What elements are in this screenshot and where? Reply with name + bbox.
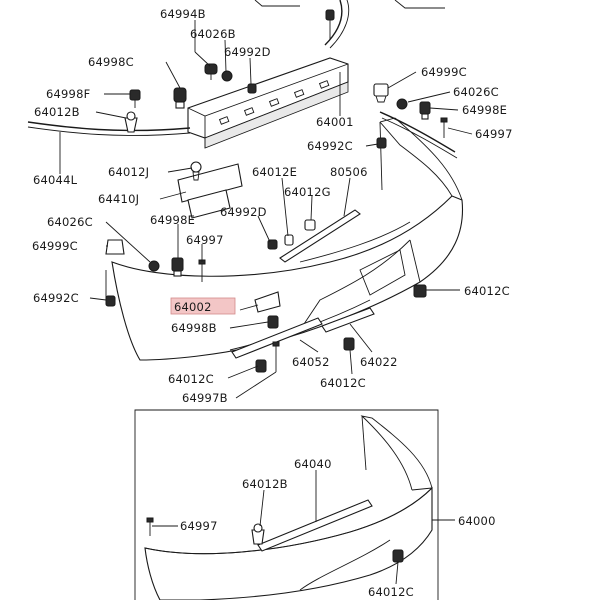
label-64012C-bottom: 64012C: [320, 376, 366, 390]
lower-trim-64022: [321, 307, 375, 333]
highlight-64002: [170, 297, 236, 315]
leader-lines-upper: [59, 20, 473, 399]
inset-assembly: 64040 64012B 64000 64997 64012C: [134, 409, 496, 600]
label-64012C-left: 64012C: [168, 372, 214, 386]
plate-64410J: [177, 163, 243, 219]
upper-labels: 64994B 64026B 64992D 64998C 64998F 64012…: [32, 7, 513, 405]
label-64022: 64022: [360, 355, 398, 369]
label-64992C-left: 64992C: [33, 291, 79, 305]
right-molding: [379, 111, 458, 159]
top-cutoff-parts: [254, 0, 445, 49]
label-64997-mid: 64997: [186, 233, 224, 247]
label-64992D-top: 64992D: [224, 45, 271, 59]
label-64998C: 64998C: [88, 55, 134, 69]
label-64012B-left: 64012B: [34, 105, 80, 119]
label-64001: 64001: [316, 115, 354, 129]
label-inset-64040: 64040: [294, 457, 332, 471]
reflector-80506: [279, 209, 361, 263]
label-64998F: 64998F: [46, 87, 90, 101]
upper-molding-edge: [324, 0, 343, 46]
label-inset-64997: 64997: [180, 519, 218, 533]
label-64026B: 64026B: [190, 27, 236, 41]
label-64998E-left: 64998E: [150, 213, 195, 227]
label-64012C-right: 64012C: [464, 284, 510, 298]
label-64026C-right: 64026C: [453, 85, 499, 99]
top-clip: [325, 9, 335, 40]
left-molding-64044L: [27, 121, 191, 136]
label-64997B: 64997B: [182, 391, 228, 405]
label-64026C-left: 64026C: [47, 215, 93, 229]
label-64998B: 64998B: [171, 321, 217, 335]
label-64002: 64002: [174, 300, 212, 314]
inset-frame: [134, 409, 439, 600]
label-inset-64012C: 64012C: [368, 585, 414, 599]
bumper-cover-64002: [111, 117, 464, 361]
bracket-64002-small: [254, 291, 281, 313]
label-inset-64000: 64000: [458, 514, 496, 528]
label-64998E-right: 64998E: [462, 103, 507, 117]
label-64999C-right: 64999C: [421, 65, 467, 79]
label-64992C-right: 64992C: [307, 139, 353, 153]
label-64052: 64052: [292, 355, 330, 369]
label-64997-right: 64997: [475, 127, 513, 141]
label-64012G: 64012G: [284, 185, 331, 199]
label-64994B: 64994B: [160, 7, 206, 21]
label-64992D-mid: 64992D: [220, 205, 267, 219]
label-64012J: 64012J: [108, 165, 149, 179]
fasteners-upper: [105, 63, 448, 373]
label-80506: 80506: [330, 165, 368, 179]
label-64999C-left: 64999C: [32, 239, 78, 253]
lower-trim-64052: [231, 317, 323, 359]
label-64012E: 64012E: [252, 165, 297, 179]
label-inset-64012B: 64012B: [242, 477, 288, 491]
upper-bracket-64001: [187, 57, 349, 149]
label-64044L: 64044L: [33, 173, 78, 187]
label-64410J: 64410J: [98, 192, 139, 206]
inset-reflector-64040: [257, 499, 373, 552]
